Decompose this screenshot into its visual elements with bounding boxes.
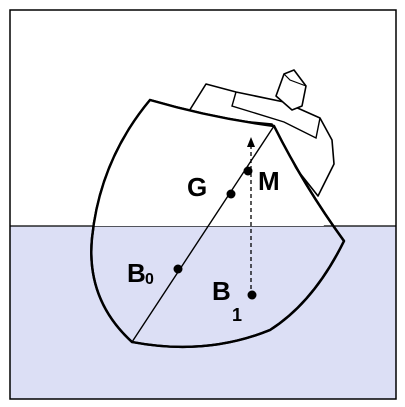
superstructure-step [231, 91, 321, 140]
hull-dry-fill [94, 100, 324, 226]
label-M: M [258, 166, 280, 196]
funnel-detail [283, 73, 307, 87]
buoyancy-arrowhead [247, 137, 255, 147]
label-B0-subscript: 0 [145, 271, 154, 288]
label-B1-subscript: 1 [232, 305, 242, 325]
water-region [10, 226, 396, 399]
point-M [243, 166, 253, 176]
diagram-frame [9, 9, 397, 400]
label-G: G [187, 172, 207, 202]
point-G [226, 189, 236, 199]
point-B1 [247, 290, 257, 300]
point-B0 [173, 264, 183, 274]
label-B0: B [127, 258, 146, 288]
ship-centerline [131, 125, 275, 343]
label-B1: B [212, 276, 231, 306]
